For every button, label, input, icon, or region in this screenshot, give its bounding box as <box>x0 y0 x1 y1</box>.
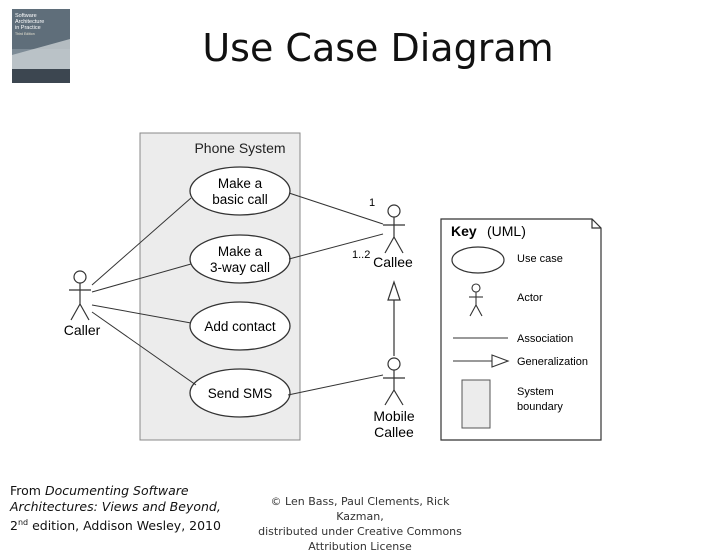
use-case-3way-call-line-1: Make a <box>218 244 263 259</box>
callee-associations <box>288 192 384 260</box>
key-system-boundary-icon <box>461 379 491 429</box>
source-prefix: From <box>10 483 45 498</box>
edition-number: 2 <box>10 518 18 534</box>
caller-actor-icon <box>69 270 91 321</box>
generalization-arrow <box>387 280 401 356</box>
book-title-line-1: Software <box>15 13 37 19</box>
key-association-label: Association <box>517 333 573 345</box>
mobile-callee-label-line-2: Callee <box>374 424 414 440</box>
caller-label: Caller <box>64 322 101 338</box>
copyright-line-3: Attribution License <box>308 540 412 553</box>
use-case-add-contact <box>189 301 291 351</box>
use-case-3way-call <box>189 234 291 284</box>
key-actor-icon <box>469 283 483 317</box>
mobile-callee-association <box>287 374 384 396</box>
mobile-callee-label-line-1: Mobile <box>373 408 414 424</box>
book-cover-image: Software Architecture in Practice Third … <box>12 9 70 83</box>
source-title-line-2: Architectures: Views and Beyond, <box>10 499 221 514</box>
copyright-caption: © Len Bass, Paul Clements, Rick Kazman, … <box>250 494 470 554</box>
source-title-line-1: Documenting Software <box>44 483 189 498</box>
use-case-add-contact-label: Add contact <box>204 319 276 334</box>
key-generalization-label: Generalization <box>517 356 588 368</box>
callee-actor-icon <box>383 204 405 254</box>
key-subtitle: (UML) <box>487 223 526 239</box>
system-boundary-label: Phone System <box>194 140 285 156</box>
key-generalization-icon <box>453 354 510 368</box>
use-case-basic-call <box>189 166 291 216</box>
book-edition: Third Edition <box>15 32 35 36</box>
book-title-line-2: Architecture <box>15 19 44 25</box>
key-system-boundary-label-1: System <box>517 386 554 398</box>
copyright-line-1: © Len Bass, Paul Clements, Rick Kazman, <box>270 495 450 523</box>
edition-suffix: nd <box>17 518 29 527</box>
use-case-diagram: Phone System Make a basic call Make a 3-… <box>64 132 602 441</box>
copyright-line-2: distributed under Creative Commons <box>258 525 462 538</box>
edition-rest: edition, Addison Wesley, 2010 <box>28 518 221 534</box>
caller-associations <box>91 197 197 386</box>
use-case-basic-call-line-1: Make a <box>218 176 263 191</box>
mobile-callee-actor-icon <box>383 357 405 406</box>
slide-title: Use Case Diagram <box>202 26 554 70</box>
key-use-case-icon <box>451 246 505 274</box>
use-case-3way-call-line-2: 3-way call <box>210 260 270 275</box>
source-caption: From Documenting Software Architectures:… <box>10 483 250 534</box>
key-title: Key <box>451 223 477 239</box>
multiplicity-basic-call: 1 <box>369 197 375 209</box>
multiplicity-3way-call: 1..2 <box>352 249 370 261</box>
use-case-basic-call-line-2: basic call <box>212 192 268 207</box>
key-actor-label: Actor <box>517 292 543 304</box>
book-title-line-3: in Practice <box>15 25 41 31</box>
callee-label: Callee <box>373 254 413 270</box>
use-case-send-sms-label: Send SMS <box>208 386 273 401</box>
use-case-send-sms <box>189 368 291 418</box>
key-system-boundary-label-2: boundary <box>517 401 563 413</box>
key-use-case-label: Use case <box>517 253 563 265</box>
